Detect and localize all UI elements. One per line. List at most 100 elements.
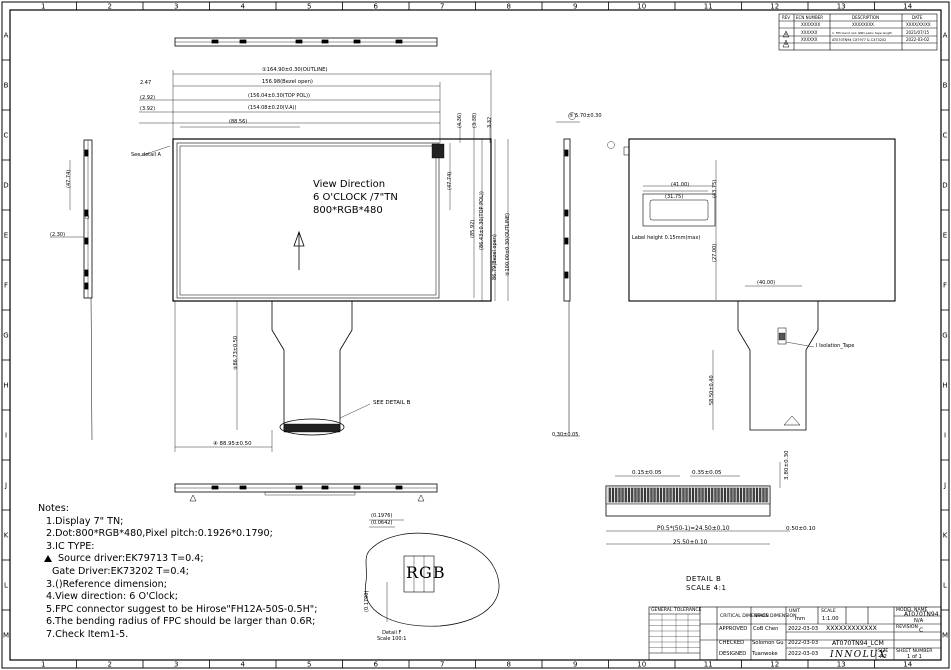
detail-f-title: Detail F xyxy=(382,630,402,636)
dim-pin-050: 0.50±0.10 xyxy=(786,526,816,532)
grid-col-7-top: 7 xyxy=(440,3,444,11)
grid-col-11-bottom: 11 xyxy=(704,661,713,669)
detail-f xyxy=(364,519,500,627)
grid-col-8-bottom: 8 xyxy=(507,661,511,669)
notes-block: Notes: 1.Display 7" TN; 2.Dot:800*RGB*48… xyxy=(38,503,317,642)
note-3b: Gate Driver:EK73202 T=0.4; xyxy=(52,565,189,577)
grid-row-K-right: K xyxy=(943,532,948,540)
checked-by: Solomon Gu xyxy=(752,640,784,646)
grid-row-J-right: J xyxy=(943,482,946,490)
see-detail-a: See detail A xyxy=(131,152,161,158)
grid-row-M-left: M xyxy=(3,632,9,640)
checked-label: CHECKED xyxy=(719,640,745,646)
revision-table xyxy=(778,13,938,51)
grid-col-13-top: 13 xyxy=(837,3,846,11)
rev-header-ecn: ECN NUMBER xyxy=(796,15,823,20)
detail-f-caption: Detail F Scale 100:1 xyxy=(377,630,406,642)
grid-col-4-bottom: 4 xyxy=(241,661,246,669)
dim-pin-2550: 25.50±0.10 xyxy=(673,540,708,546)
dim-label-40: (40.00) xyxy=(757,280,776,286)
rev-row2-rev: B xyxy=(785,42,788,46)
grid-row-A-left: A xyxy=(4,32,9,40)
grid-row-G-right: G xyxy=(942,332,947,340)
warning-icon xyxy=(44,555,52,563)
dim-338: (3.38) xyxy=(472,112,478,128)
note-3a: Source driver:EK79713 T=0.4; xyxy=(38,553,317,566)
grid-row-C-left: C xyxy=(4,132,9,140)
grid-col-6-top: 6 xyxy=(374,3,379,11)
dim-label-4375: (43.75) xyxy=(712,179,718,198)
grid-row-H-left: H xyxy=(3,382,8,390)
rev-row1-date: 2021/07/15 xyxy=(906,30,930,35)
sheet-value: 1 of 1 xyxy=(907,654,922,660)
notes-title: Notes: xyxy=(38,503,69,514)
front-view xyxy=(172,138,492,436)
grid-row-A-right: A xyxy=(943,32,948,40)
rev-row0-ecn: XXXXXXX xyxy=(801,22,820,27)
dim-thickness: ⑤ 5.70±0.30 xyxy=(569,113,602,119)
detail-b-caption: DETAIL B SCALE 4:1 xyxy=(686,575,726,593)
grid-col-6-bottom: 6 xyxy=(374,661,379,669)
view-direction-line1: View Direction xyxy=(313,179,386,190)
grid-row-B-right: B xyxy=(943,82,948,90)
view-direction-line2: 6 O'CLOCK /7"TN xyxy=(313,192,398,203)
note-3: 3.IC TYPE: xyxy=(46,540,95,552)
front-dimensions xyxy=(139,70,509,452)
dim-292: (2.92) xyxy=(140,95,156,101)
grid-col-1-top: 1 xyxy=(41,3,45,11)
note-4: 4.View direction: 6 O'Clock; xyxy=(46,591,178,603)
back-view xyxy=(623,138,896,431)
note-2: 2.Dot:800*RGB*480,Pixel pitch:0.1926*0.1… xyxy=(46,528,273,540)
grid-row-K-left: K xyxy=(4,532,9,540)
grid-col-4-top: 4 xyxy=(241,3,246,11)
note-1: 1.Display 7" TN; xyxy=(46,515,124,527)
grid-col-10-bottom: 10 xyxy=(637,661,646,669)
rgb-subpixel-label: RGB xyxy=(406,563,446,582)
rev-row1-desc: 1. FPC bend rad; GND pads; tape length xyxy=(832,31,892,35)
dim-aa-half: (88.56) xyxy=(229,119,248,125)
grid-col-8-top: 8 xyxy=(507,3,511,11)
rev-row1-rev: A xyxy=(785,32,788,36)
general-tolerance-label: GENERAL TOLERANCE xyxy=(651,608,702,613)
grid-row-F-left: F xyxy=(4,282,8,290)
grid-row-E-left: E xyxy=(4,232,8,240)
dim-247: 2.47 xyxy=(140,80,152,86)
rev-header-rev: REV xyxy=(782,15,790,20)
dim-aa: (154.08±0.20(V.A)) xyxy=(248,105,297,111)
dim-pitch: P0.5*(50-1)=24.50±0.10 xyxy=(657,526,730,532)
grid-col-7-bottom: 7 xyxy=(440,661,444,669)
dim-332: 3.32 xyxy=(487,116,493,128)
dim-8592: (85.92) xyxy=(470,219,476,238)
approved-date: 2022-03-03 xyxy=(788,626,819,632)
detail-f-01976: (0.1976) xyxy=(371,513,393,519)
approved-by: CoB Chen xyxy=(753,626,779,632)
space-dimension-label: SPACE DIMENSION xyxy=(754,614,797,619)
dim-side-230: (2.30) xyxy=(50,232,66,238)
rev-row2-desc: AT070TN94 CX7977 & CX73202 xyxy=(832,38,886,42)
scale-label: SCALE xyxy=(821,609,836,614)
dim-pin-015: 0.15±0.05 xyxy=(632,470,662,476)
rev-row2-ecn: XXXXXX xyxy=(801,37,818,42)
balloon-markers xyxy=(568,112,615,149)
title-block xyxy=(648,606,942,661)
grid-col-3-top: 3 xyxy=(174,3,178,11)
approved-label: APPROVED xyxy=(719,626,748,632)
note-5: 5.FPC connector suggest to be Hirose"FH1… xyxy=(46,603,318,615)
size-label: SIZE xyxy=(878,649,889,654)
dim-fpc-length: ②86.73±0.50 xyxy=(233,335,239,370)
right-side-view xyxy=(555,121,580,437)
innolux-logo: INNOLUX xyxy=(830,650,887,660)
grid-col-14-bottom: 14 xyxy=(903,661,912,669)
bottom-side-view xyxy=(174,483,438,502)
grid-row-C-right: C xyxy=(943,132,948,140)
grid-col-12-top: 12 xyxy=(770,3,779,11)
dim-fpc-5850: 58.50±0.40 xyxy=(709,375,715,405)
grid-row-B-left: B xyxy=(4,82,9,90)
dim-fpc-width: ④ 88.95±0.50 xyxy=(213,441,252,447)
grid-col-14-top: 14 xyxy=(903,3,912,11)
unit-label: UNIT xyxy=(789,609,800,614)
grid-col-13-bottom: 13 xyxy=(837,661,846,669)
dim-pin-035: 0.35±0.05 xyxy=(692,470,722,476)
grid-col-9-bottom: 9 xyxy=(573,661,577,669)
